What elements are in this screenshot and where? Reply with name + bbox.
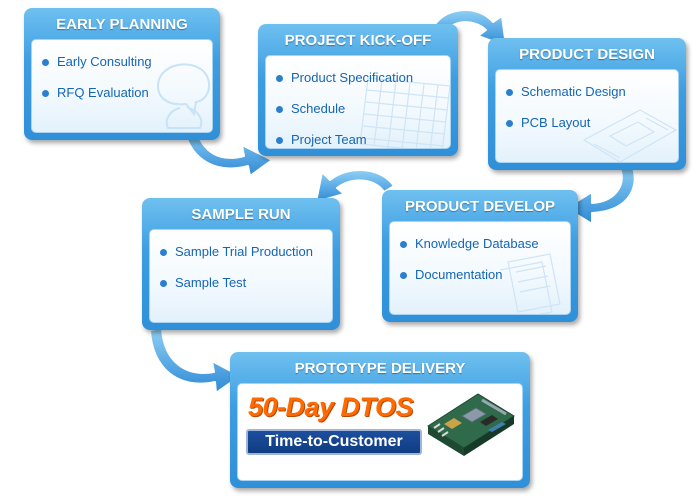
list-item: Documentation (400, 267, 570, 283)
time-to-customer-badge: Time-to-Customer (246, 429, 422, 455)
stage-body: Product Specification Schedule Project T… (265, 55, 451, 149)
curved-arrow-icon (565, 163, 636, 225)
motherboard-icon (427, 393, 515, 456)
documents-icon (499, 253, 561, 314)
stage-body: 50-Day DTOS Time-to-Customer (237, 383, 523, 481)
stage-product-develop: PRODUCT DEVELOP Knowledge Database Docum… (382, 190, 578, 322)
stage-title: SAMPLE RUN (191, 206, 291, 223)
list-item: Schematic Design (506, 84, 678, 100)
stage-sample-run: SAMPLE RUN Sample Trial Production Sampl… (142, 198, 340, 330)
stage-title: PRODUCT DEVELOP (404, 198, 555, 215)
stage-prototype-delivery: PROTOTYPE DELIVERY 50-Day DTOS Time-to-C… (230, 352, 530, 488)
list-item: Product Specification (276, 70, 450, 86)
list-item: Knowledge Database (400, 236, 570, 252)
stage-early-planning: EARLY PLANNING Early Consulting RFQ Eval… (24, 8, 220, 140)
stage-body: Schematic Design PCB Layout (495, 69, 679, 163)
stage-title: PROTOTYPE DELIVERY (294, 360, 466, 377)
stage-body: Knowledge Database Documentation (389, 221, 571, 315)
dtos-headline: 50-Day DTOS (248, 392, 414, 422)
curved-arrow-icon (149, 327, 241, 394)
pcb-sketch-icon (582, 109, 678, 162)
stage-title: EARLY PLANNING (56, 16, 188, 33)
stage-body: Sample Trial Production Sample Test (149, 229, 333, 323)
list-item: Sample Test (160, 275, 332, 291)
stage-body: Early Consulting RFQ Evaluation (31, 39, 213, 133)
list-item: Schedule (276, 101, 450, 117)
stage-title: PRODUCT DESIGN (519, 46, 655, 63)
calendar-icon (359, 77, 450, 148)
stage-product-design: PRODUCT DESIGN Schematic Design PCB Layo… (488, 38, 686, 170)
curved-arrow-icon (183, 127, 273, 177)
stage-title: PROJECT KICK-OFF (284, 32, 432, 49)
list-item: Project Team (276, 132, 450, 148)
list-item: Early Consulting (42, 54, 212, 70)
list-item: RFQ Evaluation (42, 85, 212, 101)
list-item: Sample Trial Production (160, 244, 332, 260)
consulting-people-icon (156, 63, 211, 129)
list-item: PCB Layout (506, 115, 678, 131)
stage-project-kickoff: PROJECT KICK-OFF Product Specification S… (258, 24, 458, 156)
